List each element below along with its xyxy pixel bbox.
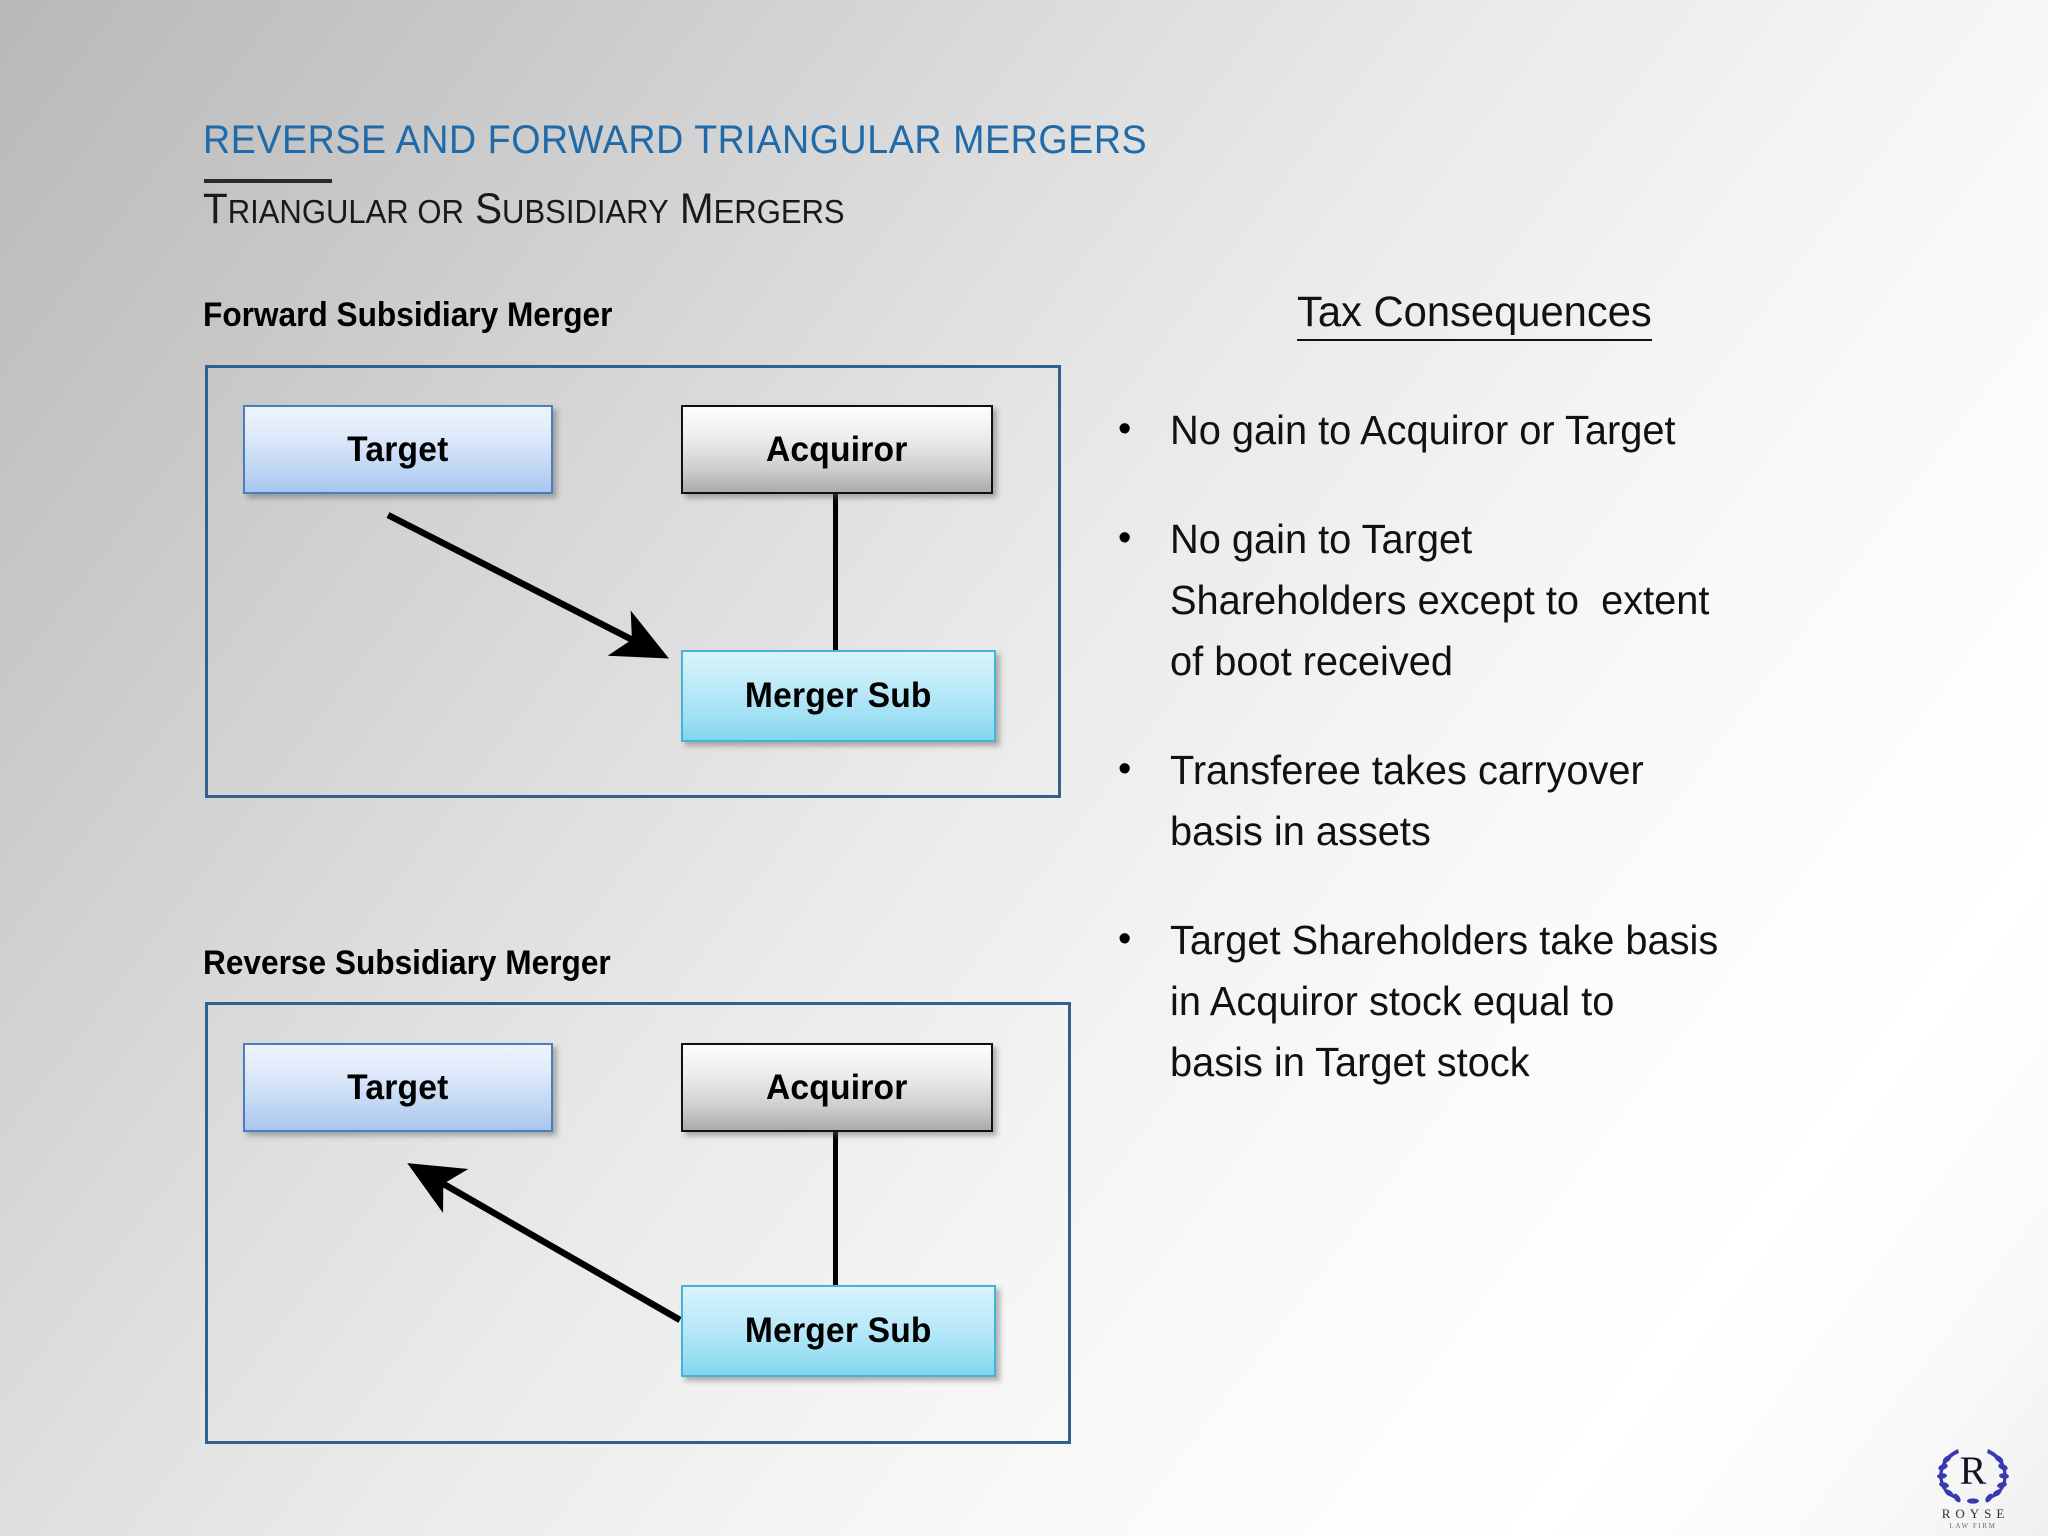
forward-merger-diagram-frame — [205, 365, 1061, 798]
subtitle-seg-2: RIANGULAR — [227, 193, 409, 230]
list-item-text: No gain to Target Shareholders except to… — [1170, 516, 1710, 684]
list-item: • No gain to Acquiror or Target — [1110, 400, 1940, 461]
royse-logo: R ROYSE LAW FIRM — [1914, 1430, 2032, 1530]
list-item: • No gain to Target Shareholders except … — [1110, 509, 1940, 692]
subtitle-seg-6: UBSIDIARY — [502, 193, 669, 230]
subtitle-seg-4: OR — [417, 193, 464, 230]
tax-consequences-heading: Tax Consequences — [1297, 288, 1652, 341]
forward-node-merger-sub[interactable]: Merger Sub — [681, 650, 996, 742]
svg-text:R: R — [1960, 1448, 1987, 1493]
tax-consequences-list: • No gain to Acquiror or Target • No gai… — [1110, 400, 1940, 1141]
forward-node-target[interactable]: Target — [243, 405, 553, 494]
title-divider-rule — [204, 179, 332, 183]
logo-tagline: LAW FIRM — [1949, 1522, 1997, 1530]
reverse-node-target-label: Target — [347, 1067, 449, 1107]
bullet-glyph-icon: • — [1118, 517, 1132, 559]
bullet-glyph-icon: • — [1118, 748, 1132, 790]
subtitle-seg-7: M — [668, 185, 714, 233]
laurel-wreath-icon: R — [1937, 1448, 2009, 1504]
logo-wordmark: ROYSE — [1941, 1506, 2010, 1521]
list-item-text: Target Shareholders take basis in Acquir… — [1170, 917, 1719, 1085]
slide-title: REVERSE AND FORWARD TRIANGULAR MERGERS — [203, 118, 1148, 162]
bullet-glyph-icon: • — [1118, 408, 1132, 450]
reverse-node-target[interactable]: Target — [243, 1043, 553, 1132]
list-item-text: No gain to Acquiror or Target — [1170, 407, 1676, 453]
reverse-merger-heading: Reverse Subsidiary Merger — [203, 944, 611, 982]
reverse-merger-diagram-frame — [205, 1002, 1071, 1444]
reverse-acquiror-mergersub-connector — [833, 1131, 838, 1288]
reverse-node-acquiror[interactable]: Acquiror — [681, 1043, 993, 1132]
forward-merger-heading: Forward Subsidiary Merger — [203, 296, 613, 334]
subtitle-seg-1: T — [203, 185, 228, 233]
reverse-node-merger-sub[interactable]: Merger Sub — [681, 1285, 996, 1377]
list-item: • Transferee takes carryover basis in as… — [1110, 740, 1940, 862]
forward-acquiror-mergersub-connector — [833, 493, 838, 653]
bullet-glyph-icon: • — [1118, 918, 1132, 960]
forward-node-acquiror-label: Acquiror — [766, 429, 908, 469]
reverse-node-merger-sub-label: Merger Sub — [745, 1311, 932, 1350]
list-item: • Target Shareholders take basis in Acqu… — [1110, 910, 1940, 1093]
forward-node-merger-sub-label: Merger Sub — [745, 676, 932, 715]
forward-node-target-label: Target — [347, 429, 449, 469]
subtitle-seg-3 — [409, 193, 418, 230]
forward-node-acquiror[interactable]: Acquiror — [681, 405, 993, 494]
list-item-text: Transferee takes carryover basis in asse… — [1170, 747, 1644, 854]
slide-subtitle: TRIANGULAR OR SUBSIDIARY MERGERS — [203, 185, 845, 234]
subtitle-seg-5: S — [463, 185, 503, 233]
reverse-node-acquiror-label: Acquiror — [766, 1067, 908, 1107]
subtitle-seg-8: ERGERS — [713, 193, 845, 230]
